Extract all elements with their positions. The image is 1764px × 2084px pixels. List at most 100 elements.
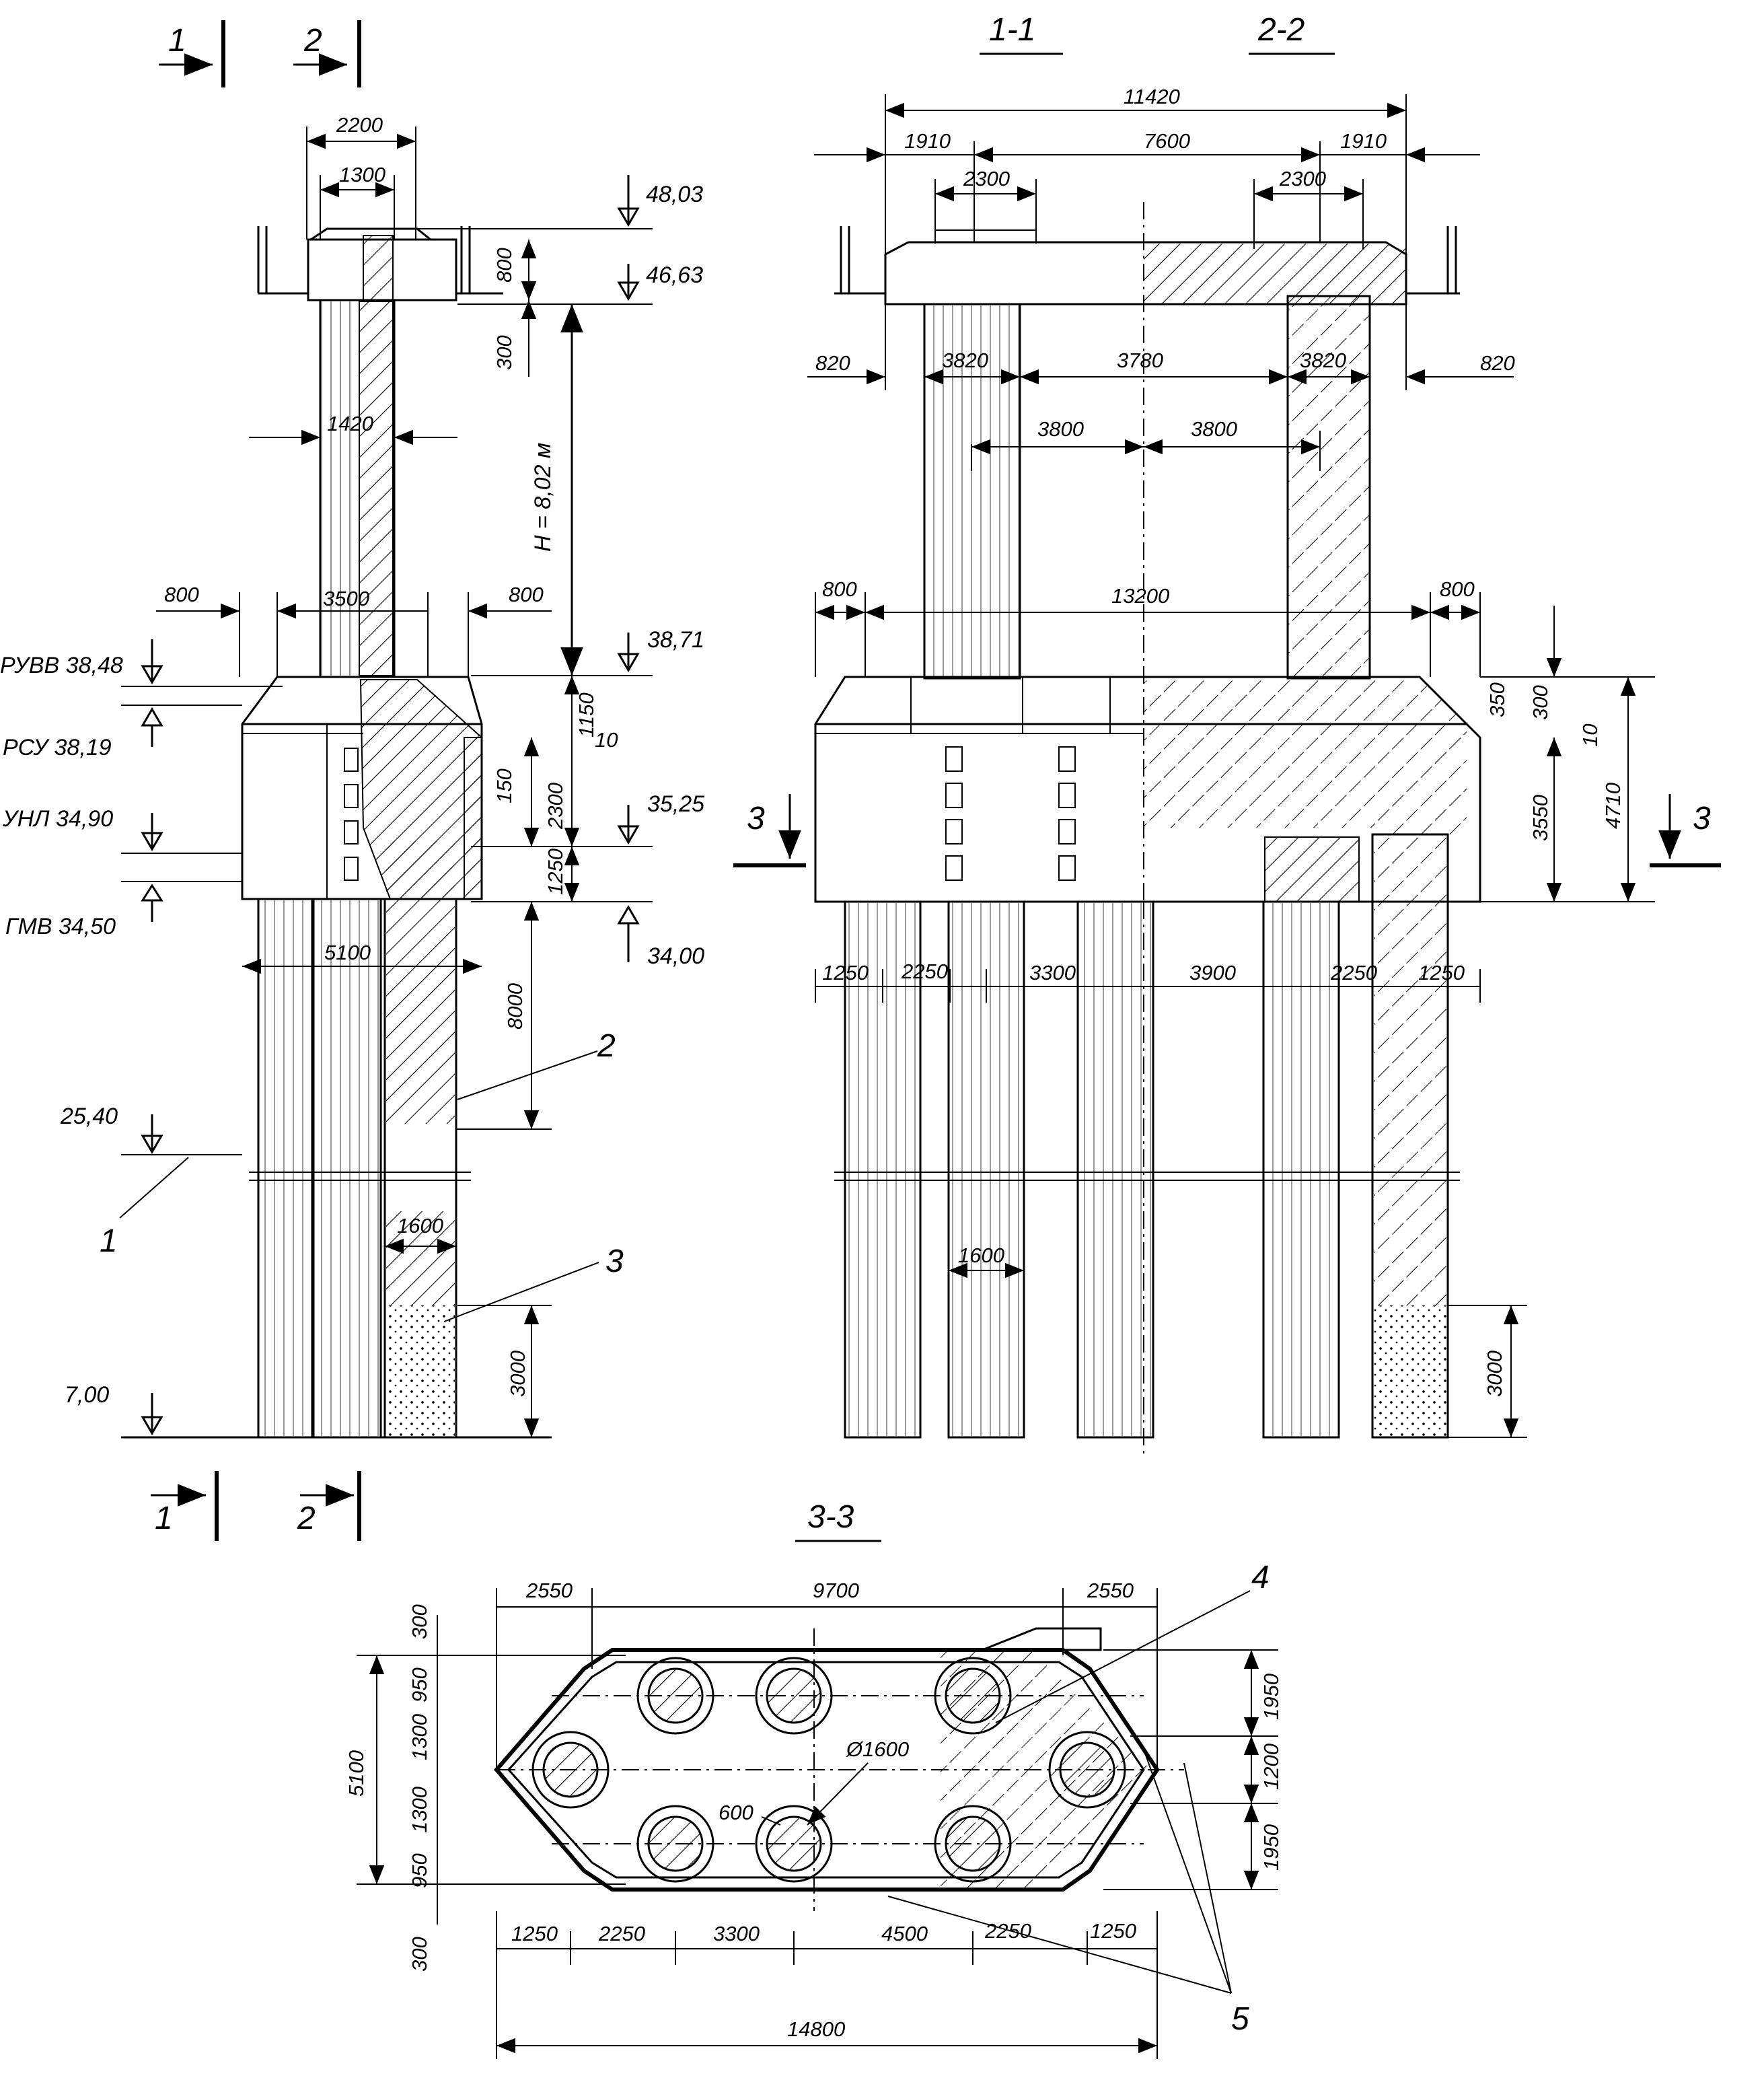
callout-5: 5 xyxy=(1231,2001,1249,2037)
cut-3-right-label: 3 xyxy=(1693,801,1711,836)
pile-front-2 xyxy=(947,900,1025,1439)
dim-2300-front-left: 2300 xyxy=(963,167,1010,190)
side-dimensions: 2200 1300 800 300 1420 H = 8,02 м 800 35… xyxy=(156,113,618,1437)
dim-4710-front: 4710 xyxy=(1601,783,1625,829)
dim-1250-side: 1250 xyxy=(544,849,567,895)
elevation-3525: 35,25 xyxy=(647,791,704,817)
pier-body-front xyxy=(814,676,1481,903)
dim-800-front-right: 800 xyxy=(1440,577,1475,601)
front-dimensions: 11420 1910 7600 1910 2300 2300 820 3820 … xyxy=(807,85,1655,1438)
elevation-2540: 25,40 xyxy=(60,1104,118,1129)
cut-3-left-label: 3 xyxy=(747,801,765,836)
section-marker-2-top: 2 xyxy=(293,20,361,87)
dim-5100-side: 5100 xyxy=(324,941,371,964)
elevation-4663: 46,63 xyxy=(646,262,703,288)
plan-dim-2550-right: 2550 xyxy=(1087,1579,1134,1602)
elevation-4803: 48,03 xyxy=(646,182,703,207)
section-2-top-label: 2 xyxy=(303,23,322,59)
pile-circle-8 xyxy=(1048,1731,1126,1809)
pile-circle-2 xyxy=(636,1657,714,1735)
dim-1600-side: 1600 xyxy=(397,1214,443,1237)
plan-dim-5100: 5100 xyxy=(344,1750,368,1797)
dim-3780: 3780 xyxy=(1117,349,1163,372)
dim-10-front: 10 xyxy=(1578,724,1602,747)
dim-pile-2250-left: 2250 xyxy=(901,960,948,983)
dim-8000-side: 8000 xyxy=(503,983,527,1030)
dim-pile-3900: 3900 xyxy=(1189,961,1236,984)
plan-dim-dia1600: Ø1600 xyxy=(846,1737,909,1761)
dim-1600-front: 1600 xyxy=(958,1244,1004,1267)
dim-3500-side: 3500 xyxy=(323,587,369,610)
dim-1300-side: 1300 xyxy=(339,163,385,186)
height-label: H = 8,02 м xyxy=(530,443,556,552)
callout-3: 3 xyxy=(605,1244,624,1279)
view-1-1-title: 1-1 xyxy=(989,12,1035,48)
callout-4: 4 xyxy=(1251,1560,1270,1595)
dim-13200: 13200 xyxy=(1111,584,1169,608)
section-1-bottom-label: 1 xyxy=(155,1501,173,1536)
dim-3800-right: 3800 xyxy=(1191,417,1237,441)
elevation-unl: УНЛ 34,90 xyxy=(2,806,113,832)
dim-pile-1250-right: 1250 xyxy=(1418,961,1465,984)
plan-dim-1950-b: 1950 xyxy=(1259,1824,1283,1871)
elevation-rsu: РСУ 38,19 xyxy=(3,735,112,760)
dim-pile-1250-left: 1250 xyxy=(822,961,869,984)
dim-2300-front-right: 2300 xyxy=(1279,167,1326,190)
pile-front-1 xyxy=(844,900,922,1439)
section-2-bottom-label: 2 xyxy=(297,1501,316,1536)
dim-300-front: 300 xyxy=(1529,685,1552,720)
plan-dim-1950-a: 1950 xyxy=(1259,1674,1283,1720)
dim-pile-3300: 3300 xyxy=(1029,961,1076,984)
dim-3820-left: 3820 xyxy=(942,349,988,372)
dim-2200-side: 2200 xyxy=(336,113,383,137)
plan-dim-4500: 4500 xyxy=(881,1922,928,1945)
pile-front-3 xyxy=(1076,900,1154,1439)
dim-pile-2250-right: 2250 xyxy=(1330,961,1377,984)
plan-dim-1300-a: 1300 xyxy=(408,1714,431,1760)
side-callouts: 2 1 3 xyxy=(100,1028,624,1322)
dim-350-front: 350 xyxy=(1485,682,1509,717)
section-1-top-label: 1 xyxy=(168,23,186,59)
dim-3000-front: 3000 xyxy=(1483,1351,1506,1397)
dim-150-side: 150 xyxy=(492,768,516,803)
dim-10-side: 10 xyxy=(595,728,618,752)
elevation-700: 7,00 xyxy=(65,1382,109,1408)
plan-3-3-view xyxy=(494,1627,1184,1911)
pile-circle-6 xyxy=(934,1657,1012,1735)
plan-dim-1200: 1200 xyxy=(1259,1744,1283,1790)
plan-dimensions: 2550 9700 2550 5100 300 950 1300 1300 95… xyxy=(344,1579,1283,2059)
section-marker-1-bottom: 1 xyxy=(151,1471,219,1541)
plan-dim-1300-b: 1300 xyxy=(408,1787,431,1833)
dim-300-side: 300 xyxy=(492,335,516,370)
plan-dim-9700: 9700 xyxy=(813,1579,859,1602)
chain-links-side xyxy=(344,748,359,881)
plan-dim-950-b: 950 xyxy=(408,1853,431,1888)
dim-1150-side: 1150 xyxy=(575,692,598,738)
column-front-left xyxy=(923,303,1021,680)
dim-2300-side: 2300 xyxy=(544,783,567,830)
dim-7600: 7600 xyxy=(1144,129,1190,153)
section-marker-1-top: 1 xyxy=(159,20,225,87)
plan-dim-1250-right: 1250 xyxy=(1090,1919,1136,1943)
pile-circle-3 xyxy=(636,1805,714,1883)
plan-dim-14800: 14800 xyxy=(787,2017,845,2041)
plan-3-3-title: 3-3 xyxy=(807,1499,854,1535)
dim-1910-right: 1910 xyxy=(1340,129,1387,153)
dim-3550-front: 3550 xyxy=(1529,795,1552,841)
plan-dim-2250-right: 2250 xyxy=(984,1919,1031,1943)
plan-callouts: 4 5 xyxy=(887,1560,1270,2037)
dim-3800-left: 3800 xyxy=(1037,417,1084,441)
plan-dim-3300: 3300 xyxy=(713,1922,760,1945)
dim-3820-right: 3820 xyxy=(1300,349,1346,372)
dim-800-side-left: 800 xyxy=(164,583,199,606)
plan-dim-2550-left: 2550 xyxy=(525,1579,573,1602)
elevation-ruvv: РУВВ 38,48 xyxy=(0,653,123,678)
callout-2: 2 xyxy=(597,1028,616,1064)
chain-links-front xyxy=(945,746,1076,881)
elevation-gmv: ГМВ 34,50 xyxy=(5,914,116,939)
pile-front-4 xyxy=(1262,900,1340,1439)
dim-820-right: 820 xyxy=(1480,351,1515,375)
dim-11420: 11420 xyxy=(1124,85,1180,108)
plan-dim-950-a: 950 xyxy=(408,1667,431,1702)
